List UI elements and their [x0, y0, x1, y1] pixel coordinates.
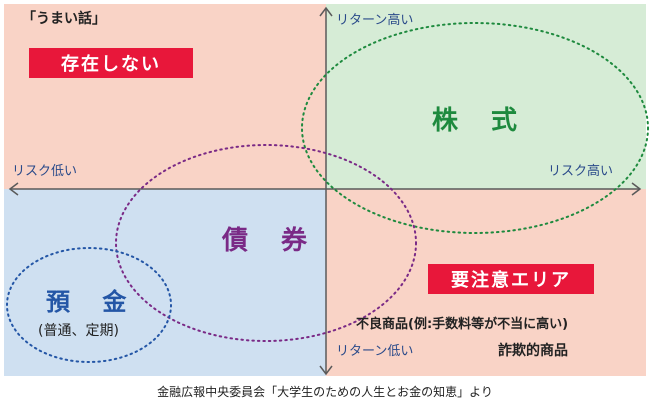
source-caption: 金融広報中央委員会「大学生のための人生とお金の知恵」より: [157, 385, 493, 399]
does-not-exist-badge: 存在しない: [29, 48, 193, 78]
caution-area-label: 要注意エリア: [451, 270, 571, 291]
deposits-label: 預 金: [46, 288, 139, 316]
top-arrowhead: [319, 6, 333, 17]
axis-label-risk-high: リスク高い: [548, 164, 614, 179]
bonds-label: 債 券: [222, 226, 320, 256]
axis-label-risk-low: リスク低い: [12, 164, 78, 179]
deposits-ellipse: [6, 247, 172, 363]
quadrant-top-left: [4, 4, 326, 189]
bonds-ellipse: [115, 144, 417, 342]
fraud-products-note: 詐欺的商品: [498, 343, 568, 359]
deposits-subtitle: (普通、定期): [38, 323, 119, 339]
tall-tale-quote: 「うまい話」: [22, 11, 106, 27]
stocks-ellipse: [301, 22, 649, 234]
right-arrowhead: [631, 182, 642, 196]
bad-products-note: 不良商品(例:手数料等が不当に高い): [356, 317, 569, 332]
caution-area-badge: 要注意エリア: [428, 264, 594, 294]
axis-label-return-high: リターン高い: [336, 13, 414, 28]
bottom-arrowhead: [319, 365, 333, 376]
left-arrowhead: [8, 182, 19, 196]
quadrant-top-right: [326, 4, 646, 189]
does-not-exist-label: 存在しない: [61, 54, 161, 75]
axis-label-return-low: リターン低い: [336, 344, 414, 359]
stocks-label: 株 式: [432, 106, 530, 136]
quadrant-bottom-left: [4, 189, 326, 376]
